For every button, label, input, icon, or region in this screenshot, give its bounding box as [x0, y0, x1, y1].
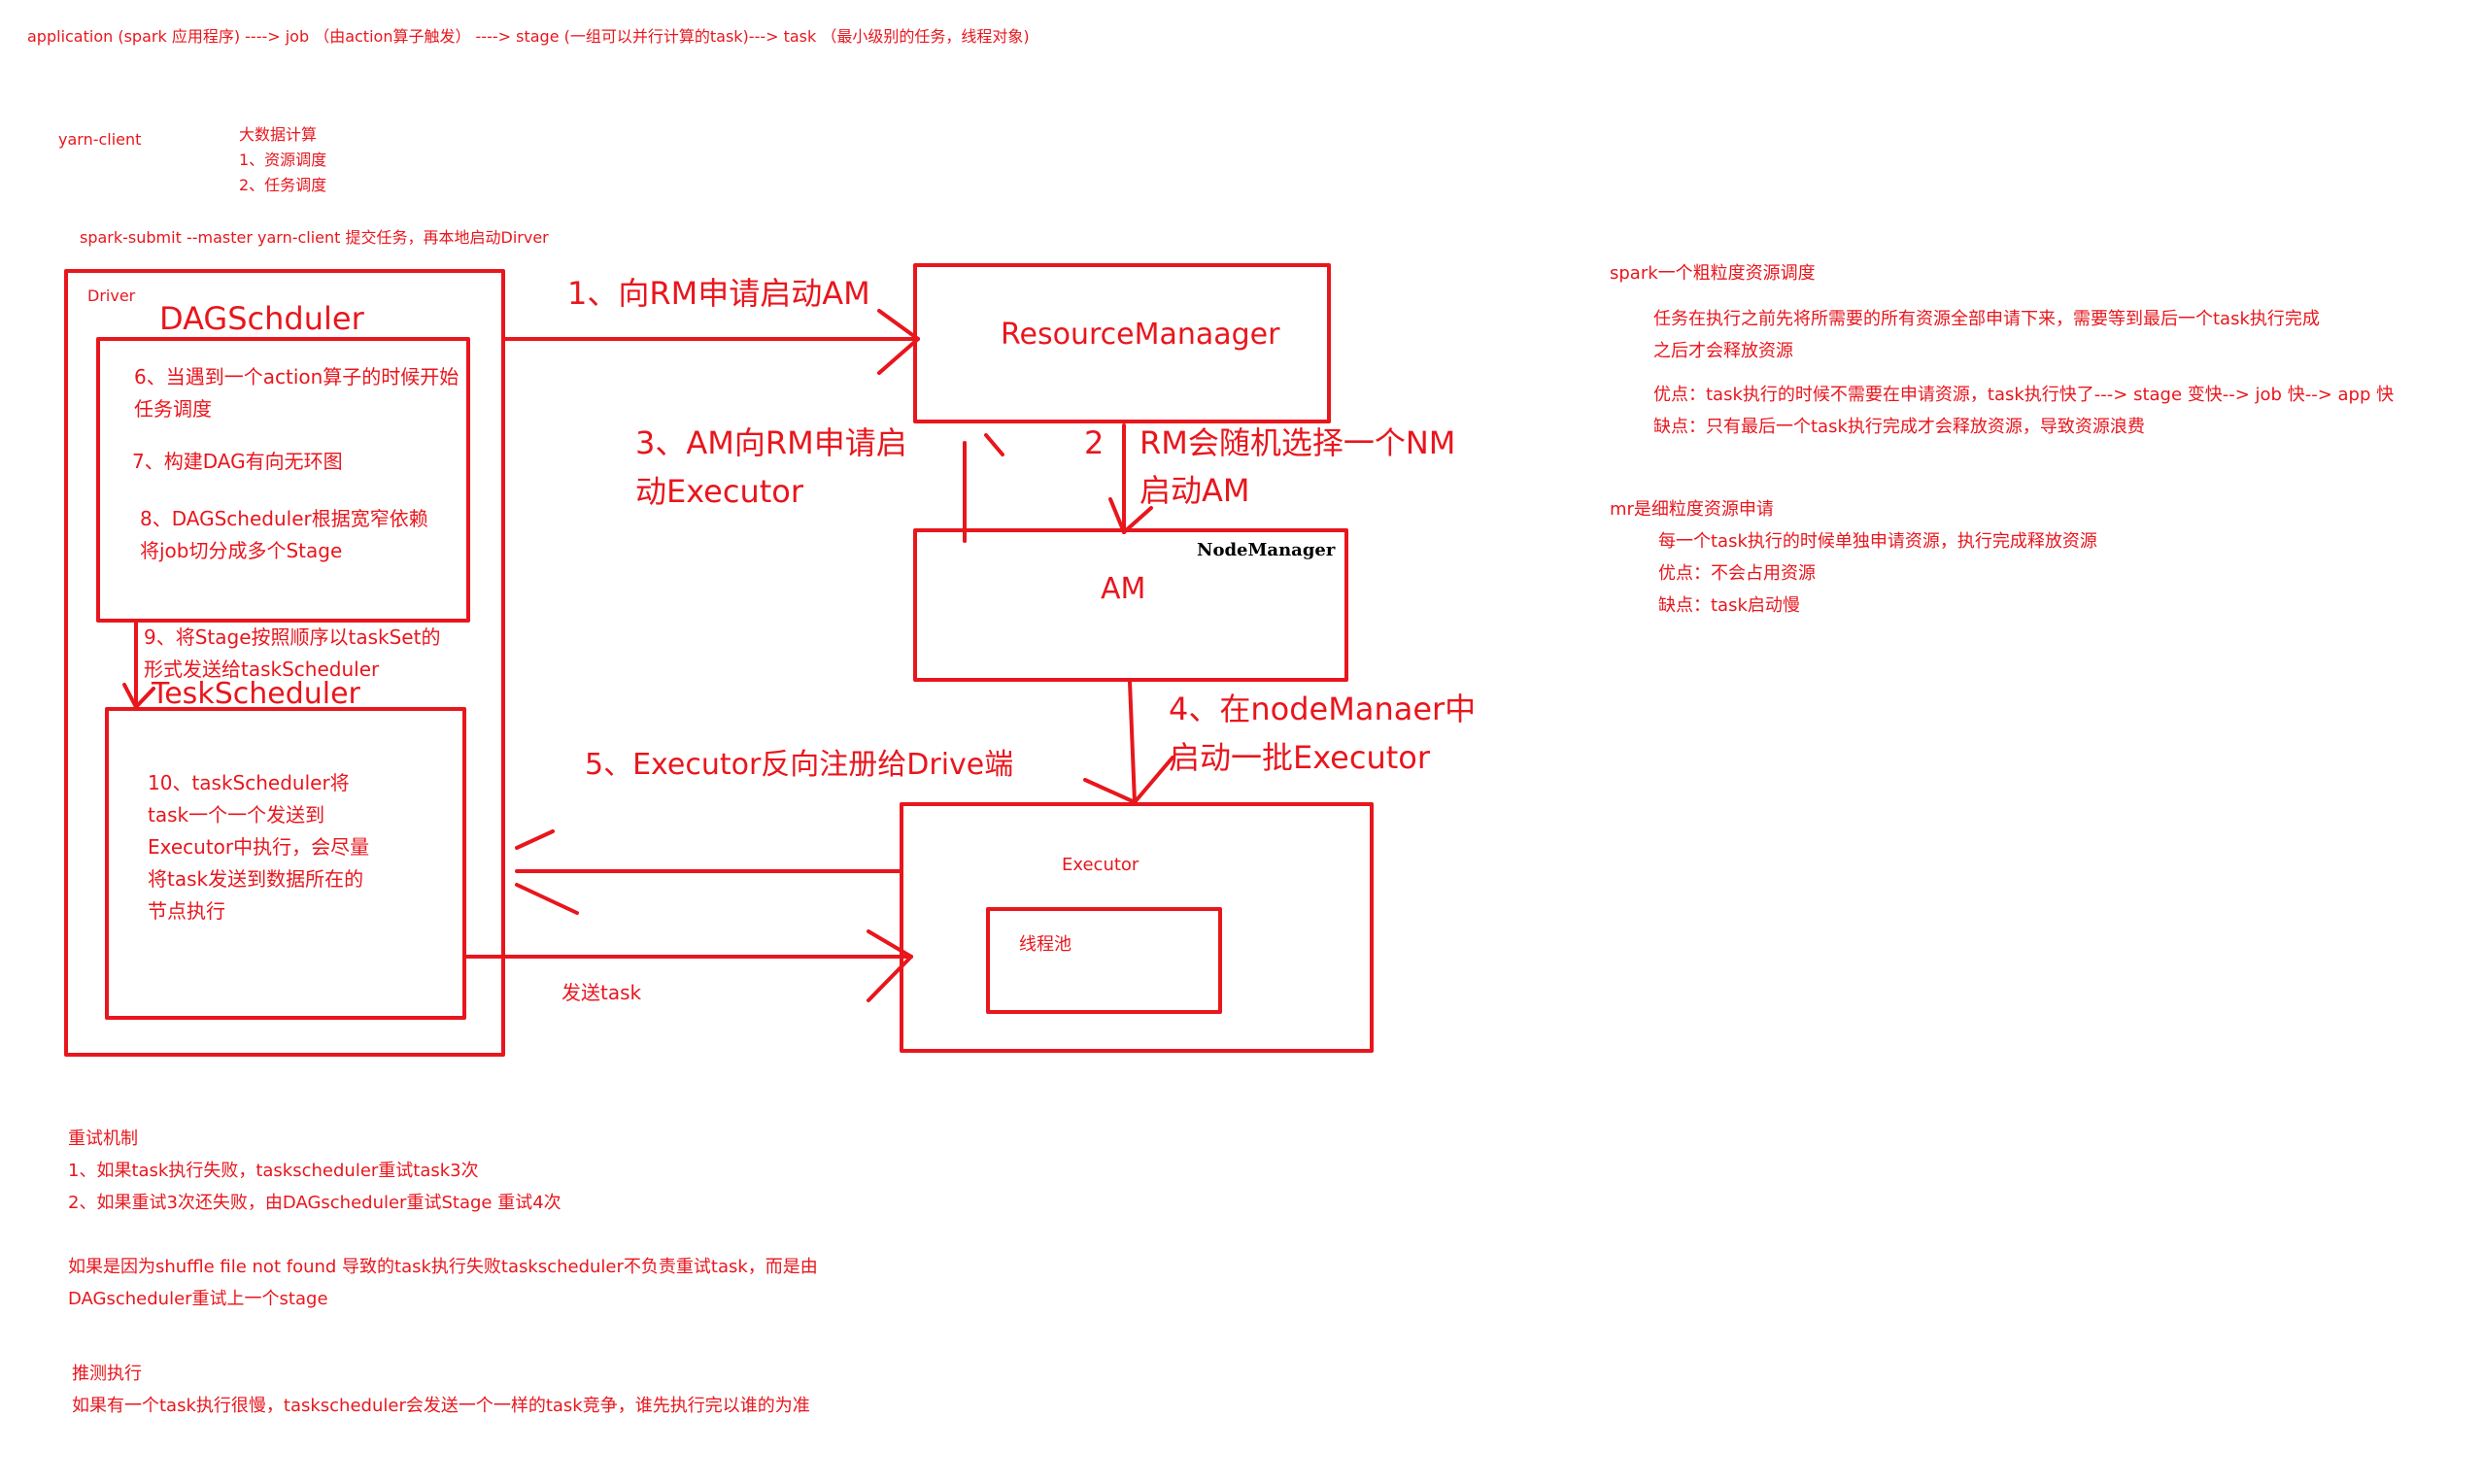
coarse-line-2: 之后才会释放资源 [1653, 341, 1793, 361]
mode-note-1: 大数据计算 [239, 125, 318, 144]
arrow-send-task [462, 929, 913, 1002]
arrow-am-to-rm [963, 433, 1004, 543]
speculative-line: 如果有一个task执行很慢，taskscheduler会发送一个一样的task竞… [72, 1396, 810, 1416]
submit-command: spark-submit --master yarn-client 提交任务，再… [80, 228, 549, 247]
dag-step-6b: 任务调度 [134, 397, 212, 421]
header-flow-text: application (spark 应用程序) ----> job （由act… [27, 27, 1030, 46]
task-step-10e: 节点执行 [148, 899, 225, 923]
thread-pool-box [986, 907, 1222, 1014]
dag-scheduler-box [96, 337, 470, 623]
step-9b: 形式发送给taskScheduler [144, 658, 380, 681]
arrow-dag-to-task-scheduler [122, 619, 155, 709]
arrow-1-label: 1、向RM申请启动AM [567, 275, 870, 312]
dag-step-8b: 将job切分成多个Stage [140, 539, 343, 562]
arrow-4-label-line1: 4、在nodeManaer中 [1169, 691, 1477, 727]
arrow-4-label-line2: 启动一批Executor [1169, 739, 1431, 776]
arrow-rm-to-am [1108, 423, 1153, 534]
speculative-title: 推测执行 [72, 1364, 142, 1384]
thread-pool-label: 线程池 [1019, 934, 1071, 955]
step-9: 9、将Stage按照顺序以taskSet的 [144, 625, 441, 649]
task-step-10d: 将task发送到数据所在的 [148, 867, 364, 891]
task-scheduler-box [105, 707, 466, 1020]
resource-manager-label: ResourceManaager [1001, 318, 1280, 352]
executor-box [900, 802, 1374, 1053]
task-step-10b: task一个一个发送到 [148, 803, 325, 826]
arrow-2-label-line1: RM会随机选择一个NM [1139, 424, 1456, 461]
coarse-line-3: 优点：task执行的时候不需要在申请资源，task执行快了---> stage … [1653, 385, 2395, 405]
mode-label: yarn-client [58, 130, 142, 149]
arrow-driver-to-rm [501, 309, 920, 375]
mode-note-3: 2、任务调度 [239, 176, 327, 194]
arrow-executor-to-driver [515, 829, 903, 915]
am-box [913, 528, 1348, 682]
node-manager-label: NodeManager [1197, 540, 1336, 560]
coarse-title: spark一个粗粒度资源调度 [1610, 263, 1816, 284]
coarse-line-1: 任务在执行之前先将所需要的所有资源全部申请下来，需要等到最后一个task执行完成 [1653, 309, 2320, 329]
driver-box [64, 269, 505, 1057]
send-task-label: 发送task [561, 981, 642, 1004]
arrow-3-label-line1: 3、AM向RM申请启 [635, 424, 907, 461]
retry-line-2: 2、如果重试3次还失败，由DAGscheduler重试Stage 重试4次 [68, 1193, 561, 1213]
task-scheduler-title: TeskScheduler [152, 677, 360, 711]
arrow-am-to-executor [1083, 680, 1174, 804]
retry-title: 重试机制 [68, 1129, 138, 1149]
arrow-5-label: 5、Executor反向注册给Drive端 [585, 748, 1014, 782]
dag-step-7: 7、构建DAG有向无环图 [132, 450, 343, 473]
am-label: AM [1101, 572, 1146, 606]
mode-note-2: 1、资源调度 [239, 151, 327, 169]
fine-title: mr是细粒度资源申请 [1610, 499, 1774, 520]
shuffle-line-1: 如果是因为shuffle file not found 导致的task执行失败t… [68, 1257, 818, 1277]
executor-label: Executor [1062, 855, 1139, 875]
task-step-10a: 10、taskScheduler将 [148, 771, 350, 794]
shuffle-line-2: DAGscheduler重试上一个stage [68, 1289, 328, 1309]
fine-line-2: 优点：不会占用资源 [1658, 563, 1816, 584]
arrow-2-number: 2 [1084, 424, 1105, 461]
fine-line-3: 缺点：task启动慢 [1658, 595, 1800, 616]
arrow-3-label-line2: 动Executor [635, 473, 804, 510]
task-step-10c: Executor中执行，会尽量 [148, 835, 370, 859]
retry-line-1: 1、如果task执行失败，taskscheduler重试task3次 [68, 1161, 479, 1181]
driver-label: Driver [87, 287, 136, 305]
dag-step-6: 6、当遇到一个action算子的时候开始 [134, 365, 459, 388]
fine-line-1: 每一个task执行的时候单独申请资源，执行完成释放资源 [1658, 531, 2097, 552]
arrow-2-label-line2: 启动AM [1139, 472, 1250, 509]
dag-step-8: 8、DAGScheduler根据宽窄依赖 [140, 507, 428, 530]
dag-scheduler-title: DAGSchduler [159, 300, 364, 337]
coarse-line-4: 缺点：只有最后一个task执行完成才会释放资源，导致资源浪费 [1653, 417, 2145, 437]
